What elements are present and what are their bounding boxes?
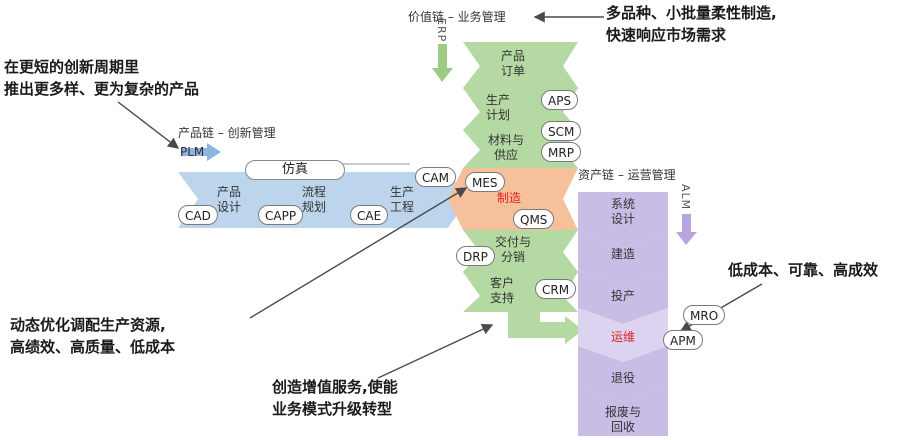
vc-plan-label: 生产 计划 <box>485 93 510 122</box>
vc-deliver-label: 交付与 分销 <box>494 235 531 264</box>
apm-pill: APM <box>663 330 703 350</box>
asset-chain-shapes <box>578 192 668 436</box>
chain-direction-arrows <box>181 44 697 245</box>
ac-retire-shape <box>578 346 668 402</box>
value-chain-title: 价值链 – 业务管理 <box>408 10 506 24</box>
ac-recycle-label: 报废与 回收 <box>604 405 641 434</box>
capp-pill: CAPP <box>258 205 304 225</box>
qms-pill: QMS <box>513 209 555 229</box>
asset-chain-title: 资产链 – 运营管理 <box>578 168 676 182</box>
ac-commission-label: 投产 <box>610 289 635 303</box>
ac-build-shape <box>578 232 668 286</box>
ac-retire-label: 退役 <box>610 371 635 385</box>
vc-manufacturing-label: 制造 <box>496 191 521 205</box>
drp-pill: DRP <box>456 246 495 266</box>
mes-pill: MES <box>465 172 505 192</box>
ac-recycle-shape <box>578 386 668 436</box>
aps-pill: APS <box>541 90 579 110</box>
vc-order-shape <box>463 42 578 88</box>
alm-label: ALM <box>679 184 692 211</box>
annotation-flexible-manufacturing: 多品种、小批量柔性制造, 快速响应市场需求 <box>606 4 777 44</box>
vc-support-label: 客户 支持 <box>489 276 514 305</box>
erp-label: ERP <box>435 18 448 43</box>
annotation-resource-optimization: 动态优化调配生产资源, 高绩效、高质量、低成本 <box>10 316 176 356</box>
annotation-innovation-cycle: 在更短的创新周期里 推出更多样、更为复杂的产品 <box>4 58 200 98</box>
crm-pill: CRM <box>535 279 577 299</box>
pc-process-label: 流程 规划 <box>301 185 326 214</box>
ac-design-shape <box>578 192 668 248</box>
vc-output-arrow <box>508 312 583 344</box>
mro-pill: MRO <box>683 305 726 325</box>
scm-pill: SCM <box>541 121 582 141</box>
mrp-pill: MRP <box>541 142 581 162</box>
annotation-low-cost: 低成本、可靠、高成效 <box>728 261 879 279</box>
vc-order-label: 产品 订单 <box>500 49 525 78</box>
cae-pill: CAE <box>350 205 389 225</box>
ac-commission-shape <box>578 270 668 324</box>
ac-om-label: 运维 <box>610 330 635 344</box>
annotation-value-added-services: 创造增值服务,使能 业务模式升级转型 <box>272 378 398 418</box>
simulation-pill: 仿真 <box>245 160 345 180</box>
cam-pill: CAM <box>415 167 456 187</box>
ac-build-label: 建造 <box>610 247 635 261</box>
pc-engineering-label: 生产 工程 <box>389 185 414 214</box>
ac-om-shape <box>578 308 668 362</box>
ac-design-label: 系统 设计 <box>610 197 635 226</box>
product-chain-title: 产品链 – 创新管理 <box>178 126 276 140</box>
plm-label: PLM <box>180 145 205 159</box>
cad-pill: CAD <box>178 205 218 225</box>
vc-supply-label: 材料与 供应 <box>487 133 524 162</box>
pc-design-label: 产品 设计 <box>216 185 241 214</box>
